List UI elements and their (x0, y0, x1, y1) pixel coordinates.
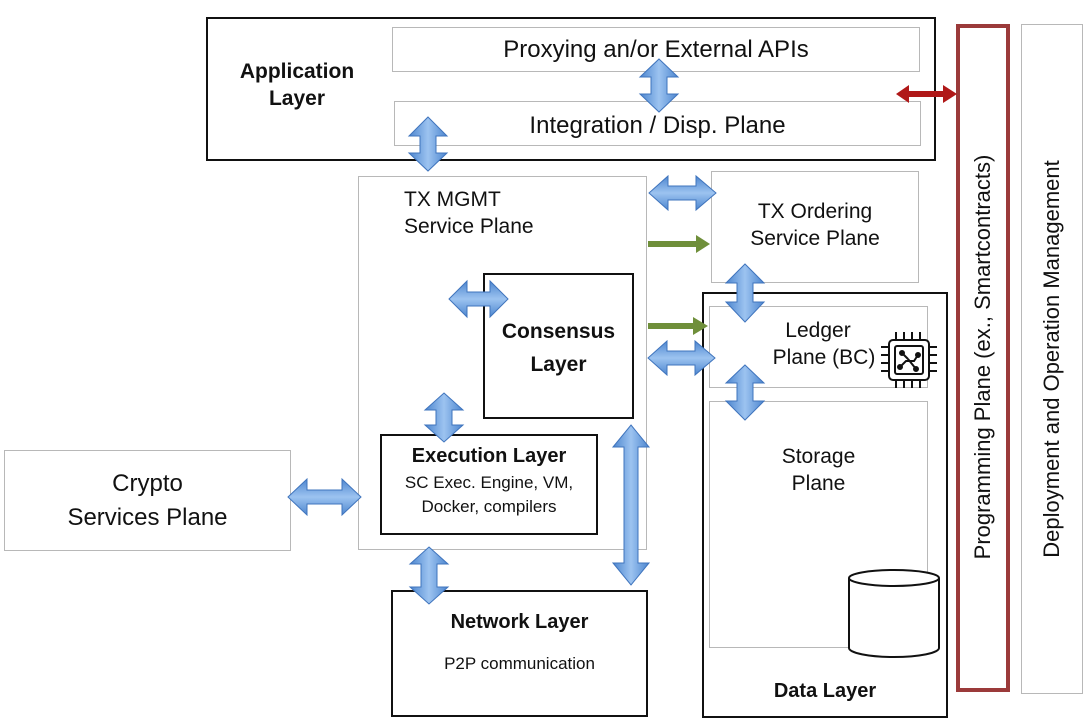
arrow-proxy-integration (638, 58, 680, 113)
arrow-txmgmt-ordering (648, 174, 717, 212)
tx-ordering-label-line1: TX Ordering (757, 200, 873, 223)
arrow-txmgmt-consensus (448, 279, 509, 319)
crypto-label-line1: Crypto (112, 470, 183, 497)
execution-line1: SC Exec. Engine, VM, (404, 473, 574, 492)
ledger-label-line1: Ledger (785, 319, 851, 342)
storage-label-line1: Storage (781, 445, 856, 468)
application-layer-label: Application Layer (222, 58, 372, 113)
integration-plane-label: Integration / Disp. Plane (529, 112, 786, 139)
consensus-label-line1: Consensus (501, 320, 616, 343)
network-content: Network Layer P2P communication (391, 609, 648, 675)
execution-title: Execution Layer (411, 445, 567, 467)
storage-label-line2: Plane (791, 472, 846, 496)
execution-layer (380, 434, 598, 535)
crypto-label: Crypto Services Plane (4, 467, 291, 534)
arrow-consensus-ledger (647, 339, 716, 377)
green-arrow-to-ordering (648, 235, 710, 253)
arrow-integration-txmgmt (407, 116, 449, 172)
proxy-plane-label: Proxying an/or External APIs (503, 36, 809, 63)
network-subtitle: P2P communication (444, 654, 595, 673)
consensus-label: Consensus Layer (483, 316, 634, 381)
network-layer (391, 590, 648, 717)
database-cylinder-icon (848, 569, 940, 658)
arrow-consensus-execution (423, 392, 465, 443)
data-layer-title: Data Layer (773, 680, 877, 702)
network-title: Network Layer (450, 611, 589, 633)
tx-mgmt-label: TX MGMT Service Plane (392, 186, 572, 241)
programming-plane (956, 24, 1010, 692)
arrow-execution-network (408, 546, 450, 605)
storage-plane (709, 401, 928, 648)
tx-mgmt-label-line2: Service Plane (404, 215, 534, 239)
application-layer-text: Application Layer (239, 60, 355, 111)
ledger-label-line2: Plane (BC) (772, 346, 876, 370)
tx-ordering-label-line2: Service Plane (750, 227, 880, 251)
tx-mgmt-label-line1: TX MGMT (404, 188, 501, 211)
arrow-ledger-storage (724, 364, 766, 421)
arrow-consensus-network (611, 424, 651, 586)
red-arrow-app-programming (896, 85, 957, 103)
consensus-label-line2: Layer (530, 352, 587, 376)
crypto-label-line2: Services Plane (67, 503, 228, 531)
green-arrow-to-ledger (648, 317, 708, 335)
crypto-services-plane (4, 450, 291, 551)
ledger-label: Ledger Plane (BC) (714, 317, 922, 372)
tx-ordering-label: TX Ordering Service Plane (711, 198, 919, 253)
processor-chip-icon (881, 332, 937, 388)
consensus-layer (483, 273, 634, 419)
execution-line2: Docker, compilers (421, 497, 557, 517)
execution-content: Execution Layer SC Exec. Engine, VM, Doc… (380, 443, 598, 518)
storage-label: Storage Plane (709, 443, 928, 498)
deployment-plane (1021, 24, 1083, 694)
arrow-ordering-ledger (724, 263, 766, 323)
arrow-crypto-execution (287, 477, 362, 517)
